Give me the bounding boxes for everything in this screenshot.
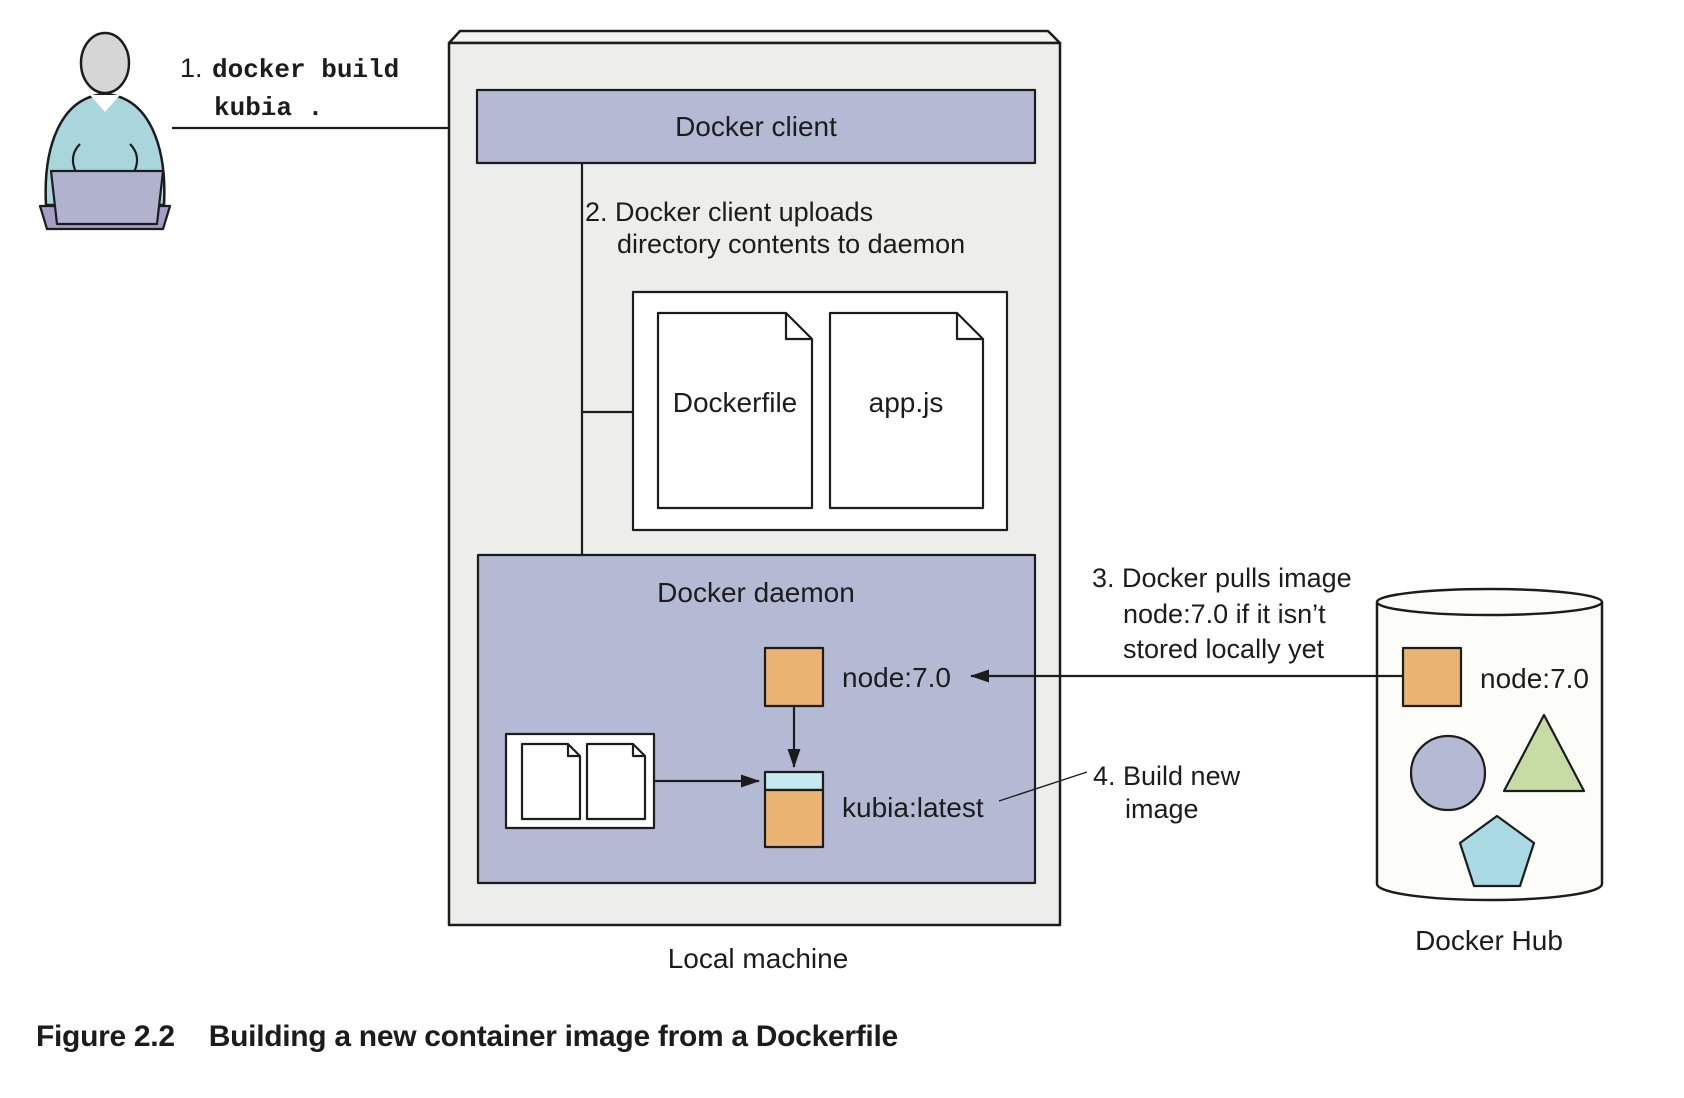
build-context-box: Dockerfile app.js [631,290,1009,532]
local-machine-box-top [447,29,1062,45]
context-file-2-fold [631,744,645,758]
docker-client-box [475,88,1037,165]
step1-command-line1: docker build [212,55,399,85]
kubia-image-stack [763,770,825,849]
dockerfile-label: Dockerfile [673,387,797,418]
appjs-document-icon [828,311,985,510]
laptop-icon [49,169,165,226]
docker-hub-cylinder: node:7.0 [1375,587,1604,902]
hub-pentagon-shape [1458,814,1536,888]
node-image-label: node:7.0 [842,662,951,693]
user-collar [90,95,120,112]
docker-hub-cylinder-top [1375,587,1604,617]
step1-command-line2: kubia . [214,93,323,123]
docker-hub-label: Docker Hub [1415,925,1563,956]
step1-number: 1. [180,53,203,83]
context-files-box [504,732,656,830]
context-file-1-fold [566,744,580,758]
hub-node-label: node:7.0 [1480,663,1589,694]
user-arm-left [71,143,81,173]
kubia-layer-base [763,788,825,849]
step2-line2: directory contents to daemon [617,229,965,259]
step3-annotation: 3. Docker pulls image node:7.0 if it isn… [1092,563,1352,664]
node-image-square [763,646,825,708]
kubia-image-label: kubia:latest [842,792,984,823]
figure-caption: Figure 2.2 Building a new container imag… [36,1020,898,1053]
step1-annotation: 1. docker build kubia . [180,53,399,123]
user-head [79,31,131,95]
step3-line3: stored locally yet [1123,634,1325,664]
figure-caption-number: Figure 2.2 [36,1020,175,1053]
hub-node-square [1401,646,1463,708]
step2-annotation: 2. Docker client uploads directory conte… [585,197,965,259]
context-file-2-icon [585,742,647,821]
appjs-fold [955,313,983,341]
figure-caption-text: Building a new container image from a Do… [209,1020,898,1053]
dockerfile-document-icon [656,311,814,510]
appjs-label: app.js [869,387,944,418]
local-machine-label: Local machine [668,943,849,974]
docker-daemon-label: Docker daemon [657,577,855,608]
kubia-layer-top [763,770,825,792]
step3-line1: 3. Docker pulls image [1092,563,1352,593]
step4-line1: 4. Build new [1093,761,1241,791]
user-arm-right [129,143,139,173]
hub-circle-shape [1409,734,1487,812]
docker-client-label: Docker client [675,111,837,142]
step2-line1: 2. Docker client uploads [585,197,873,227]
step4-leader-line [998,771,1088,802]
step3-line2: node:7.0 if it isn’t [1123,599,1326,629]
dockerfile-fold [784,313,812,341]
hub-triangle-shape [1502,713,1586,793]
step4-annotation: 4. Build new image [1093,761,1241,824]
user-icon [38,31,172,231]
context-file-1-icon [520,742,582,821]
step4-line2: image [1125,794,1199,824]
